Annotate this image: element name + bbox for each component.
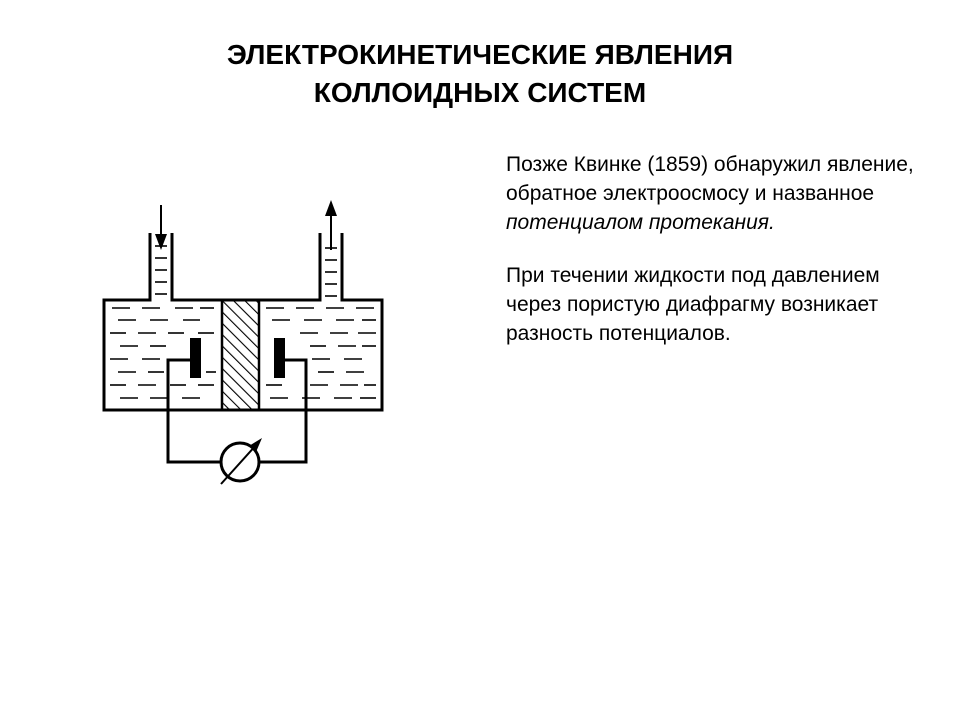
- electrode-icon: [190, 338, 201, 378]
- electrode-icon: [274, 338, 285, 378]
- paragraph-1-italic: потенциалом протекания.: [506, 211, 775, 234]
- paragraph-2: При течении жидкости под давлением через…: [506, 264, 880, 345]
- porous-diaphragm-icon: [220, 298, 261, 412]
- galvanometer-icon: [219, 438, 262, 485]
- inflow-arrow-icon: [155, 205, 167, 250]
- circuit-wire: [166, 358, 308, 464]
- description-text: Позже Квинке (1859) обнаружил явление, о…: [506, 150, 926, 372]
- outflow-arrow-icon: [325, 200, 337, 250]
- title-line-1: ЭЛЕКТРОКИНЕТИЧЕСКИЕ ЯВЛЕНИЯ: [226, 39, 734, 70]
- slide-title: ЭЛЕКТРОКИНЕТИЧЕСКИЕ ЯВЛЕНИЯ КОЛЛОИДНЫХ С…: [0, 36, 960, 112]
- paragraph-1-text: Позже Квинке (1859) обнаружил явление, о…: [506, 153, 914, 205]
- liquid: [110, 245, 376, 399]
- title-line-2: КОЛЛОИДНЫХ СИСТЕМ: [313, 77, 647, 108]
- paragraph-1: Позже Квинке (1859) обнаружил явление, о…: [506, 150, 926, 237]
